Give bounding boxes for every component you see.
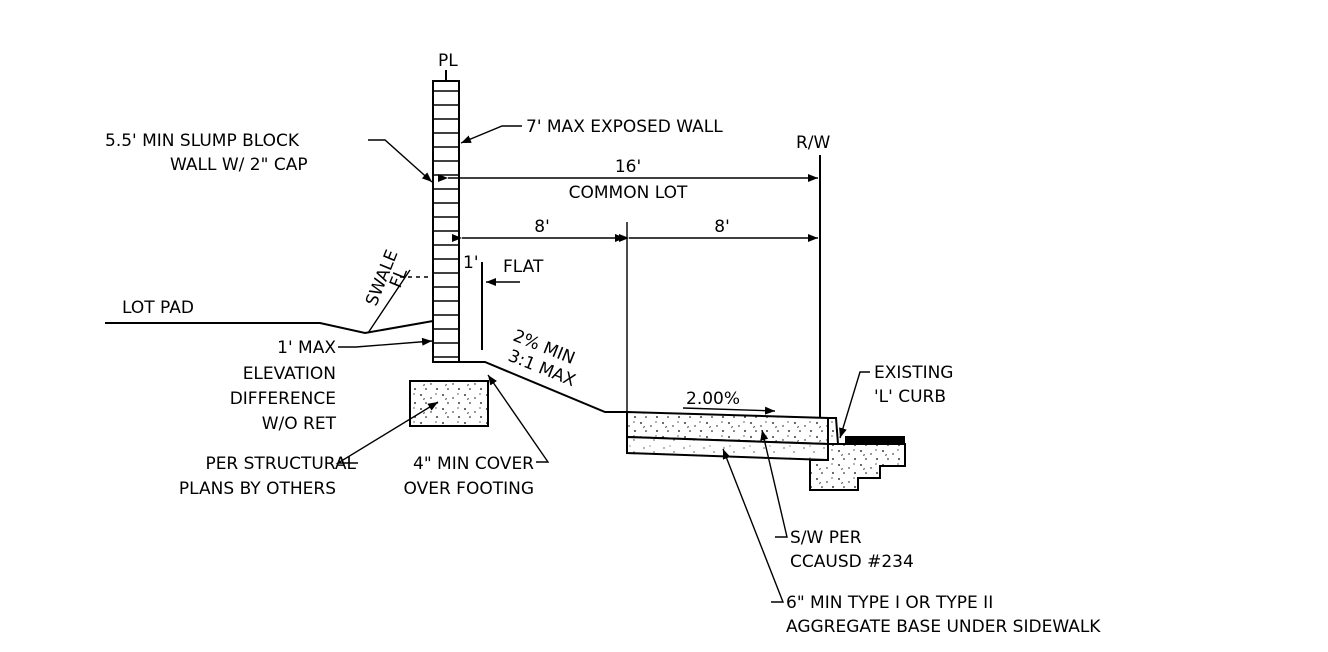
existing-l-curb [809,417,906,491]
walk-slope-arrow [682,406,776,415]
exposed-wall-leader [460,125,522,144]
wall-footing [409,380,489,427]
label-dim-8-right: 8' [714,217,730,237]
label-curb-b: 'L' CURB [874,387,946,407]
label-pl: PL [438,51,458,71]
cover-leader [487,374,550,463]
label-sw-a: S/W PER [790,528,862,548]
curb-leader [839,371,870,439]
label-dim-8-left: 8' [534,217,550,237]
label-curb-a: EXISTING [874,363,953,383]
label-lot-pad: LOT PAD [122,298,194,318]
label-dim-16: 16' [615,157,641,177]
label-cover-b: OVER FOOTING [404,479,535,499]
swale-leader [367,269,411,334]
label-elev-b: ELEVATION [243,364,336,384]
struct-leader [335,401,439,464]
label-common-lot: COMMON LOT [569,183,688,203]
label-flat: FLAT [503,257,544,277]
label-base-b: AGGREGATE BASE UNDER SIDEWALK [786,617,1101,637]
label-struct-b: PLANS BY OTHERS [179,479,336,499]
label-cover-a: 4" MIN COVER [413,454,534,474]
slope-ground-line [459,361,627,413]
label-elev-c: DIFFERENCE [230,389,336,409]
label-exposed-wall: 7' MAX EXPOSED WALL [526,117,723,137]
label-wall-b: WALL W/ 2" CAP [170,155,308,175]
label-elev-d: W/O RET [262,414,337,434]
wall-leader [368,139,433,183]
base-leader [722,448,785,603]
label-base-a: 6" MIN TYPE I OR TYPE II [786,593,993,613]
label-struct-a: PER STRUCTURAL [205,454,356,474]
label-elev-a: 1' MAX [277,338,336,358]
label-rw: R/W [796,133,831,153]
label-walk-slope: 2.00% [686,389,740,409]
label-wall-a: 5.5' MIN SLUMP BLOCK [105,131,300,151]
label-dim-1: 1' [463,253,479,273]
elev-leader [338,337,433,348]
label-sw-b: CCAUSD #234 [790,552,914,572]
lot-pad-ground-line [105,320,434,335]
sw-leader [760,429,788,538]
block-wall [432,80,460,363]
